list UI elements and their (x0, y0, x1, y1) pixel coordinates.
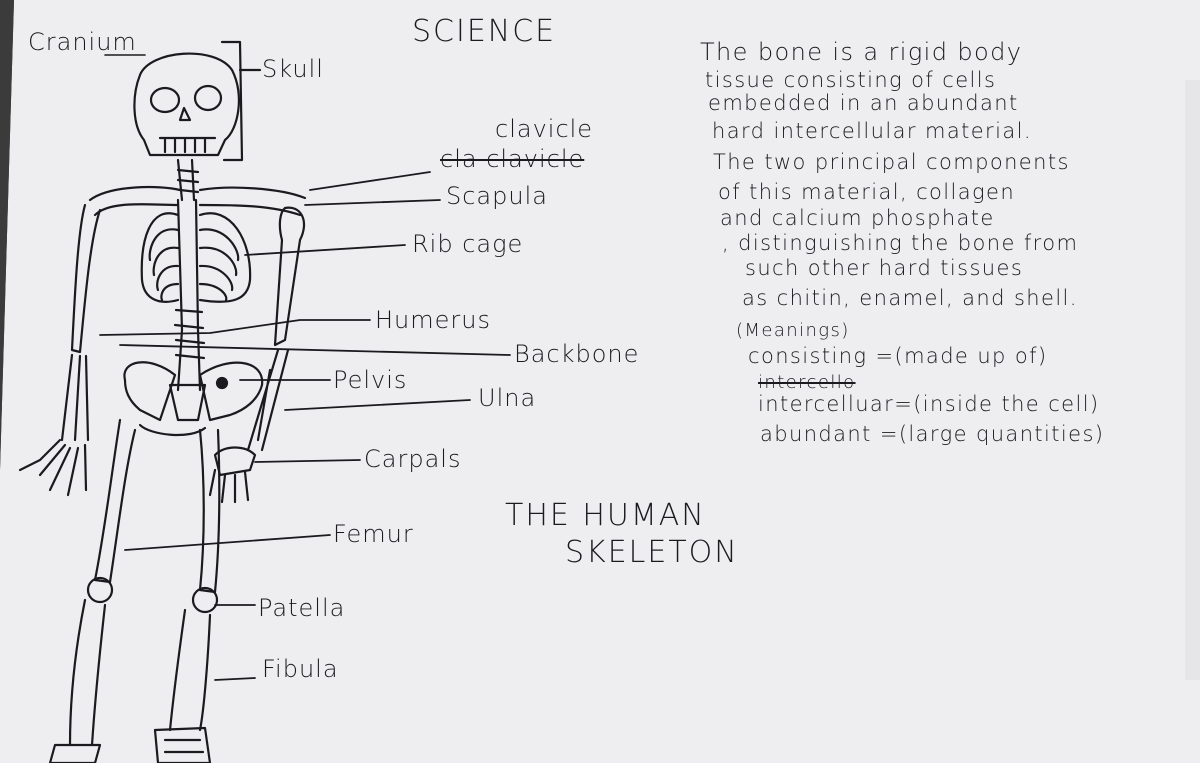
left-arm-drawing (18, 203, 102, 497)
right-arm-drawing (208, 206, 306, 504)
meaning-line: abundant =(large quantities) (760, 422, 1105, 446)
paragraph-line: such other hard tissues (745, 256, 1024, 280)
leader-lines (99, 171, 511, 681)
label-fibula: Fibula (262, 655, 339, 683)
label-clavicle: clavicle (495, 115, 594, 143)
ribcage-drawing (140, 212, 252, 303)
left-leg-drawing (48, 418, 137, 763)
right-leg-drawing (153, 428, 221, 763)
label-femur: Femur (333, 520, 414, 548)
label-ulna: Ulna (478, 384, 537, 412)
label-pelvis: Pelvis (333, 366, 408, 394)
label-clavicle-crossed-out: cla clavicle (440, 145, 585, 173)
label-cranium: Cranium (28, 28, 137, 56)
paragraph-line: The two principal components (713, 150, 1070, 174)
label-carpals: Carpals (364, 445, 462, 473)
meaning-line: consisting =(made up of) (748, 344, 1048, 368)
label-skull: Skull (262, 55, 324, 83)
paragraph-line: embedded in an abundant (708, 91, 1019, 115)
skull-bracket (220, 40, 262, 162)
paragraph-line: The bone is a rigid body (700, 38, 1023, 66)
skull-drawing (133, 52, 240, 157)
meaning-line: intercelluar=(inside the cell) (758, 392, 1100, 416)
paragraph-line: hard intercellular material. (712, 119, 1032, 143)
paragraph-line: and calcium phosphate (720, 206, 995, 230)
label-patella: Patella (258, 594, 346, 622)
label-scapula: Scapula (446, 182, 548, 210)
paragraph-line: of this material, collagen (718, 180, 1016, 204)
spine-drawing (173, 158, 206, 392)
title-line-2: SKELETON (565, 535, 739, 570)
paragraph-line: tissue consisting of cells (705, 68, 997, 92)
pelvis-drawing (123, 361, 264, 437)
label-rib-cage: Rib cage (412, 230, 524, 258)
paragraph-line: , distinguishing the bone from (722, 231, 1079, 255)
label-backbone: Backbone (514, 340, 640, 368)
page-heading: SCIENCE (412, 14, 557, 49)
paragraph-line: as chitin, enamel, and shell. (742, 286, 1078, 310)
title-line-1: THE HUMAN (505, 498, 706, 533)
meaning-crossed-out: intercello (758, 372, 856, 393)
label-humerus: Humerus (375, 306, 491, 334)
meanings-heading: (Meanings) (736, 320, 850, 341)
